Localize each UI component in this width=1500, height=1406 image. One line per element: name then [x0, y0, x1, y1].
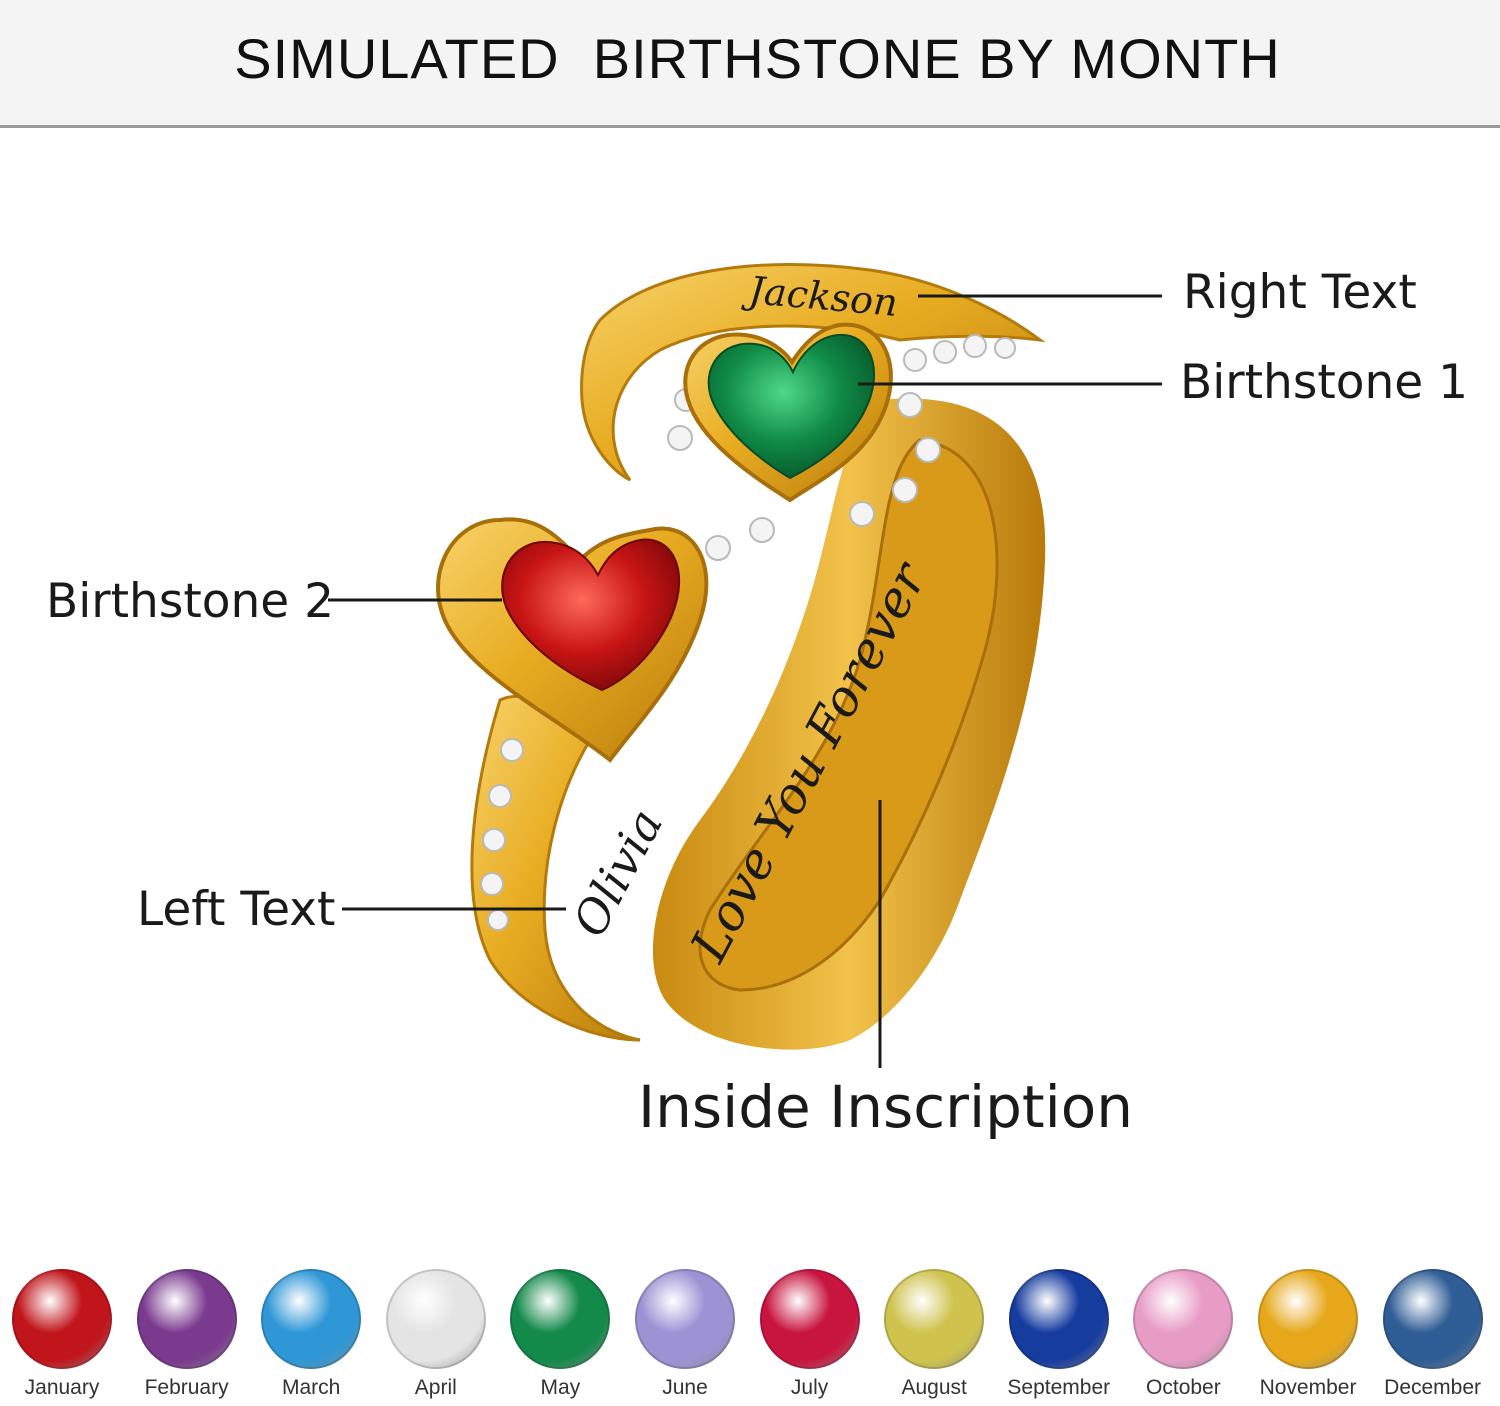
- birthstone-april: April: [374, 1262, 498, 1402]
- callout-birthstone-2: Birthstone 2: [46, 574, 335, 629]
- birthstone-may: May: [498, 1262, 622, 1402]
- gem-icon: [1258, 1269, 1358, 1369]
- gem-icon: [635, 1269, 735, 1369]
- birthstone-november: November: [1246, 1262, 1370, 1402]
- gem-icon: [385, 1269, 486, 1369]
- birthstone-june: June: [623, 1262, 747, 1402]
- gem-icon: [1008, 1269, 1109, 1369]
- gem-icon: [884, 1269, 985, 1369]
- month-label: September: [1007, 1376, 1111, 1399]
- accent-diamonds: [480, 334, 1016, 931]
- month-label: February: [144, 1376, 229, 1399]
- ring-illustration: Jackson Olivia Love You Forever: [328, 262, 1162, 1068]
- month-label: November: [1259, 1376, 1357, 1399]
- month-label: June: [662, 1376, 708, 1399]
- gem-icon: [12, 1269, 112, 1369]
- callout-left-text: Left Text: [137, 882, 336, 937]
- birthstone-september: September: [997, 1262, 1121, 1402]
- month-label: January: [24, 1376, 100, 1399]
- gem-icon: [1133, 1269, 1234, 1369]
- gem-icon: [261, 1269, 362, 1369]
- leader-lines: [328, 294, 1162, 1068]
- birthstone-january: January: [0, 1262, 124, 1402]
- ring-inner-band: [698, 438, 999, 992]
- gem-icon: [759, 1269, 860, 1369]
- month-label: July: [790, 1376, 829, 1399]
- birthstone-february: February: [125, 1262, 249, 1402]
- gem-icon: [510, 1269, 611, 1369]
- emerald-heart-stone: [707, 333, 875, 480]
- birthstone-december: December: [1371, 1262, 1495, 1402]
- birthstone-august: August: [872, 1262, 996, 1402]
- month-label: March: [282, 1376, 341, 1399]
- birthstone-month-row: January February March April May June July Augu…: [0, 1262, 1500, 1406]
- month-label: August: [901, 1376, 967, 1399]
- callout-inside-inscription: Inside Inscription: [638, 1073, 1133, 1141]
- month-label: December: [1384, 1376, 1482, 1399]
- gem-icon: [1382, 1269, 1483, 1369]
- callout-right-text: Right Text: [1183, 265, 1417, 320]
- ring-diagram: Jackson Olivia Love You Forever Right Te…: [0, 128, 1500, 1258]
- birthstone-march: March: [249, 1262, 373, 1402]
- month-label: October: [1146, 1376, 1221, 1399]
- ruby-heart-stone: [501, 538, 681, 692]
- birthstone-july: July: [748, 1262, 872, 1402]
- gem-icon: [136, 1269, 237, 1369]
- header-bar: SIMULATED BIRTHSTONE BY MONTH: [0, 0, 1500, 128]
- callout-birthstone-1: Birthstone 1: [1180, 355, 1469, 410]
- page-title: SIMULATED BIRTHSTONE BY MONTH: [234, 27, 1281, 90]
- month-label: April: [414, 1376, 457, 1399]
- birthstone-october: October: [1121, 1262, 1245, 1402]
- month-label: May: [540, 1376, 581, 1399]
